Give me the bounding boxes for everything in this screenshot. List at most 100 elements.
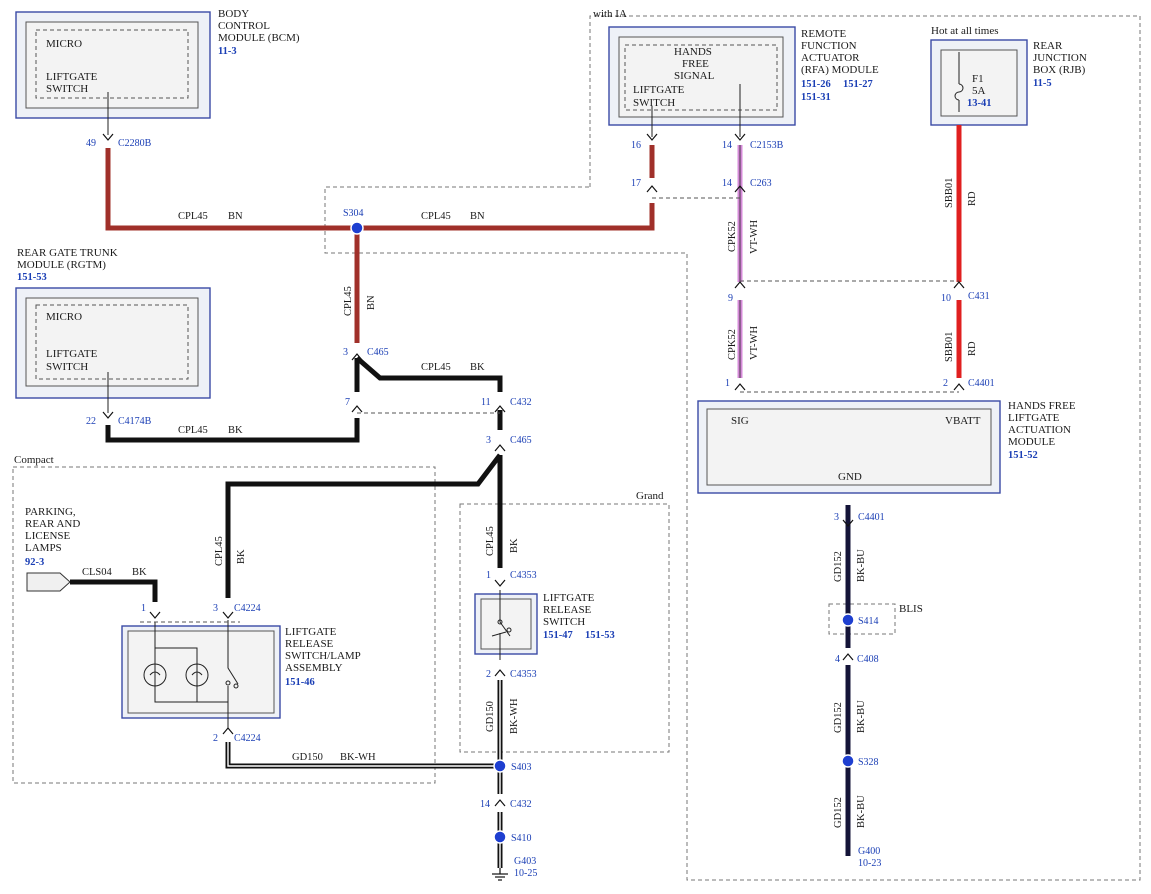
wire-label-cpl45-c: CPL45 — [421, 362, 451, 373]
ground-g403-icon — [492, 868, 508, 881]
wire-gd150-compact-b — [227, 742, 500, 767]
splice-s304-label: S304 — [343, 208, 364, 219]
connector-c4353-bottom: C4353 — [510, 669, 537, 680]
hfla-connector: C4401 — [968, 378, 995, 389]
pin-3-c4224: 3 — [213, 603, 218, 614]
rjb-title-2: JUNCTION — [1033, 52, 1087, 64]
wire-label-bk-c: BK — [470, 362, 485, 373]
splice-s403-label: S403 — [511, 762, 532, 773]
hfla-title-4: MODULE — [1008, 436, 1055, 448]
assembly-title-4: ASSEMBLY — [285, 662, 343, 674]
with-ia-region — [324, 15, 1141, 881]
rjb-title-3: BOX (RJB) — [1033, 64, 1086, 76]
pin-10: 10 — [941, 293, 951, 304]
rgtm-title-1: REAR GATE TRUNK — [17, 247, 118, 259]
release-switch-ref-2: 151-53 — [585, 630, 615, 641]
wire-label-vtwh-v2: VT-WH — [749, 326, 760, 360]
wire-label-bkbu-v3: BK-BU — [856, 795, 867, 828]
wire-cls04-bk — [70, 579, 158, 602]
lamps-ref: 92-3 — [25, 557, 44, 568]
wire-label-bkwh-v: BK-WH — [509, 698, 520, 734]
rgtm-micro-label: MICRO — [46, 311, 82, 323]
wire-label-gd152-v1: GD152 — [833, 551, 844, 582]
splice-s304 — [350, 221, 364, 235]
fuse-symbol — [954, 83, 964, 101]
wire-label-rd-v1: RD — [967, 191, 978, 206]
connector-c4224-top: C4224 — [234, 603, 261, 614]
rfa-pin-16: 16 — [631, 140, 641, 151]
compact-region — [12, 466, 436, 784]
wire-label-bkbu-v2: BK-BU — [856, 700, 867, 733]
wire-label-bk-v2: BK — [236, 549, 247, 564]
release-switch-ref-1: 151-47 — [543, 630, 573, 641]
pin-4: 4 — [835, 654, 840, 665]
wire-label-vtwh-v1: VT-WH — [749, 220, 760, 254]
rgtm-module: MICRO LIFTGATE SWITCH — [15, 287, 211, 413]
wire-label-gd152-v2: GD152 — [833, 702, 844, 733]
rjb-module: F1 5A 13-41 — [930, 39, 1028, 126]
connector-c4353-top: C4353 — [510, 570, 537, 581]
wire-label-bn-v1: BN — [366, 295, 377, 310]
rfa-title-4: (RFA) MODULE — [801, 64, 879, 76]
rfa-group-label: with IA — [593, 8, 627, 20]
bcm-switch-label-1: LIFTGATE — [46, 71, 98, 83]
rfa-switch-1: LIFTGATE — [633, 84, 685, 96]
connector-c432-top: C432 — [510, 397, 532, 408]
pin-14-c263: 14 — [722, 178, 732, 189]
rfa-ref-3: 151-31 — [801, 92, 831, 103]
wire-label-cpl45-v3: CPL45 — [485, 526, 496, 556]
wire-label-rd-v2: RD — [967, 341, 978, 356]
ground-g400-ref: 10-23 — [858, 858, 881, 869]
wire-label-sbb01-v1: SBB01 — [944, 178, 955, 208]
connector-chevrons — [102, 133, 965, 807]
pin-3-c465: 3 — [343, 347, 348, 358]
lamps-title-4: LAMPS — [25, 542, 62, 554]
splice-s410 — [493, 830, 507, 844]
splice-s328 — [841, 754, 855, 768]
rfa-ref-1: 151-26 — [801, 79, 831, 90]
hfla-module: SIG VBATT GND — [697, 400, 1001, 494]
splice-s410-label: S410 — [511, 833, 532, 844]
rfa-signal-1: HANDS — [674, 46, 712, 58]
rjb-hot-label: Hot at all times — [931, 25, 999, 37]
rfa-title-3: ACTUATOR — [801, 52, 860, 64]
wire-label-cls04-bk: BK — [132, 567, 147, 578]
wire-label-gd150-h: GD150 — [292, 752, 323, 763]
region-blis-label: BLIS — [899, 603, 923, 615]
rgtm-ref: 151-53 — [17, 272, 47, 283]
splice-s403 — [493, 759, 507, 773]
hfla-gnd-connector: C4401 — [858, 512, 885, 523]
release-switch-title-3: SWITCH — [543, 616, 585, 628]
pin-3-c465-lower: 3 — [486, 435, 491, 446]
region-grand-label: Grand — [636, 490, 664, 502]
rfa-module: HANDS FREE SIGNAL LIFTGATE SWITCH — [608, 26, 796, 137]
pin-9: 9 — [728, 293, 733, 304]
wire-label-bn-a: BN — [228, 211, 243, 222]
rgtm-switch-label-1: LIFTGATE — [46, 348, 98, 360]
liftgate-lamp-assembly — [121, 620, 281, 728]
wire-cpl45-bk-rgtm — [105, 418, 360, 443]
pin-2-c4224: 2 — [213, 733, 218, 744]
wire-label-bkwh-h: BK-WH — [340, 752, 376, 763]
hfla-title-3: ACTUATION — [1008, 424, 1071, 436]
pin-17: 17 — [631, 178, 641, 189]
rgtm-title-2: MODULE (RGTM) — [17, 259, 106, 271]
wire-label-cpk52-v1: CPK52 — [727, 221, 738, 252]
rfa-signal-3: SIGNAL — [674, 70, 715, 82]
connector-c465-top: C465 — [367, 347, 389, 358]
ground-g400-label: G400 — [858, 846, 880, 857]
assembly-ref: 151-46 — [285, 677, 315, 688]
rfa-signal-2: FREE — [682, 58, 709, 70]
wire-label-cpl45-d: CPL45 — [178, 425, 208, 436]
wire-label-cpl45-b: CPL45 — [421, 211, 451, 222]
wire-cpl45-bk-branch — [225, 453, 502, 598]
connector-c4224-bottom: C4224 — [234, 733, 261, 744]
rgtm-connector: C4174B — [118, 416, 152, 427]
bcm-pin: 49 — [86, 138, 96, 149]
assembly-title-3: SWITCH/LAMP — [285, 650, 361, 662]
rfa-connector: C2153B — [750, 140, 784, 151]
bcm-micro-label: MICRO — [46, 38, 82, 50]
rjb-fuse-ref: 13-41 — [967, 98, 992, 109]
wire-label-cpl45-a: CPL45 — [178, 211, 208, 222]
release-switch-title-1: LIFTGATE — [543, 592, 595, 604]
